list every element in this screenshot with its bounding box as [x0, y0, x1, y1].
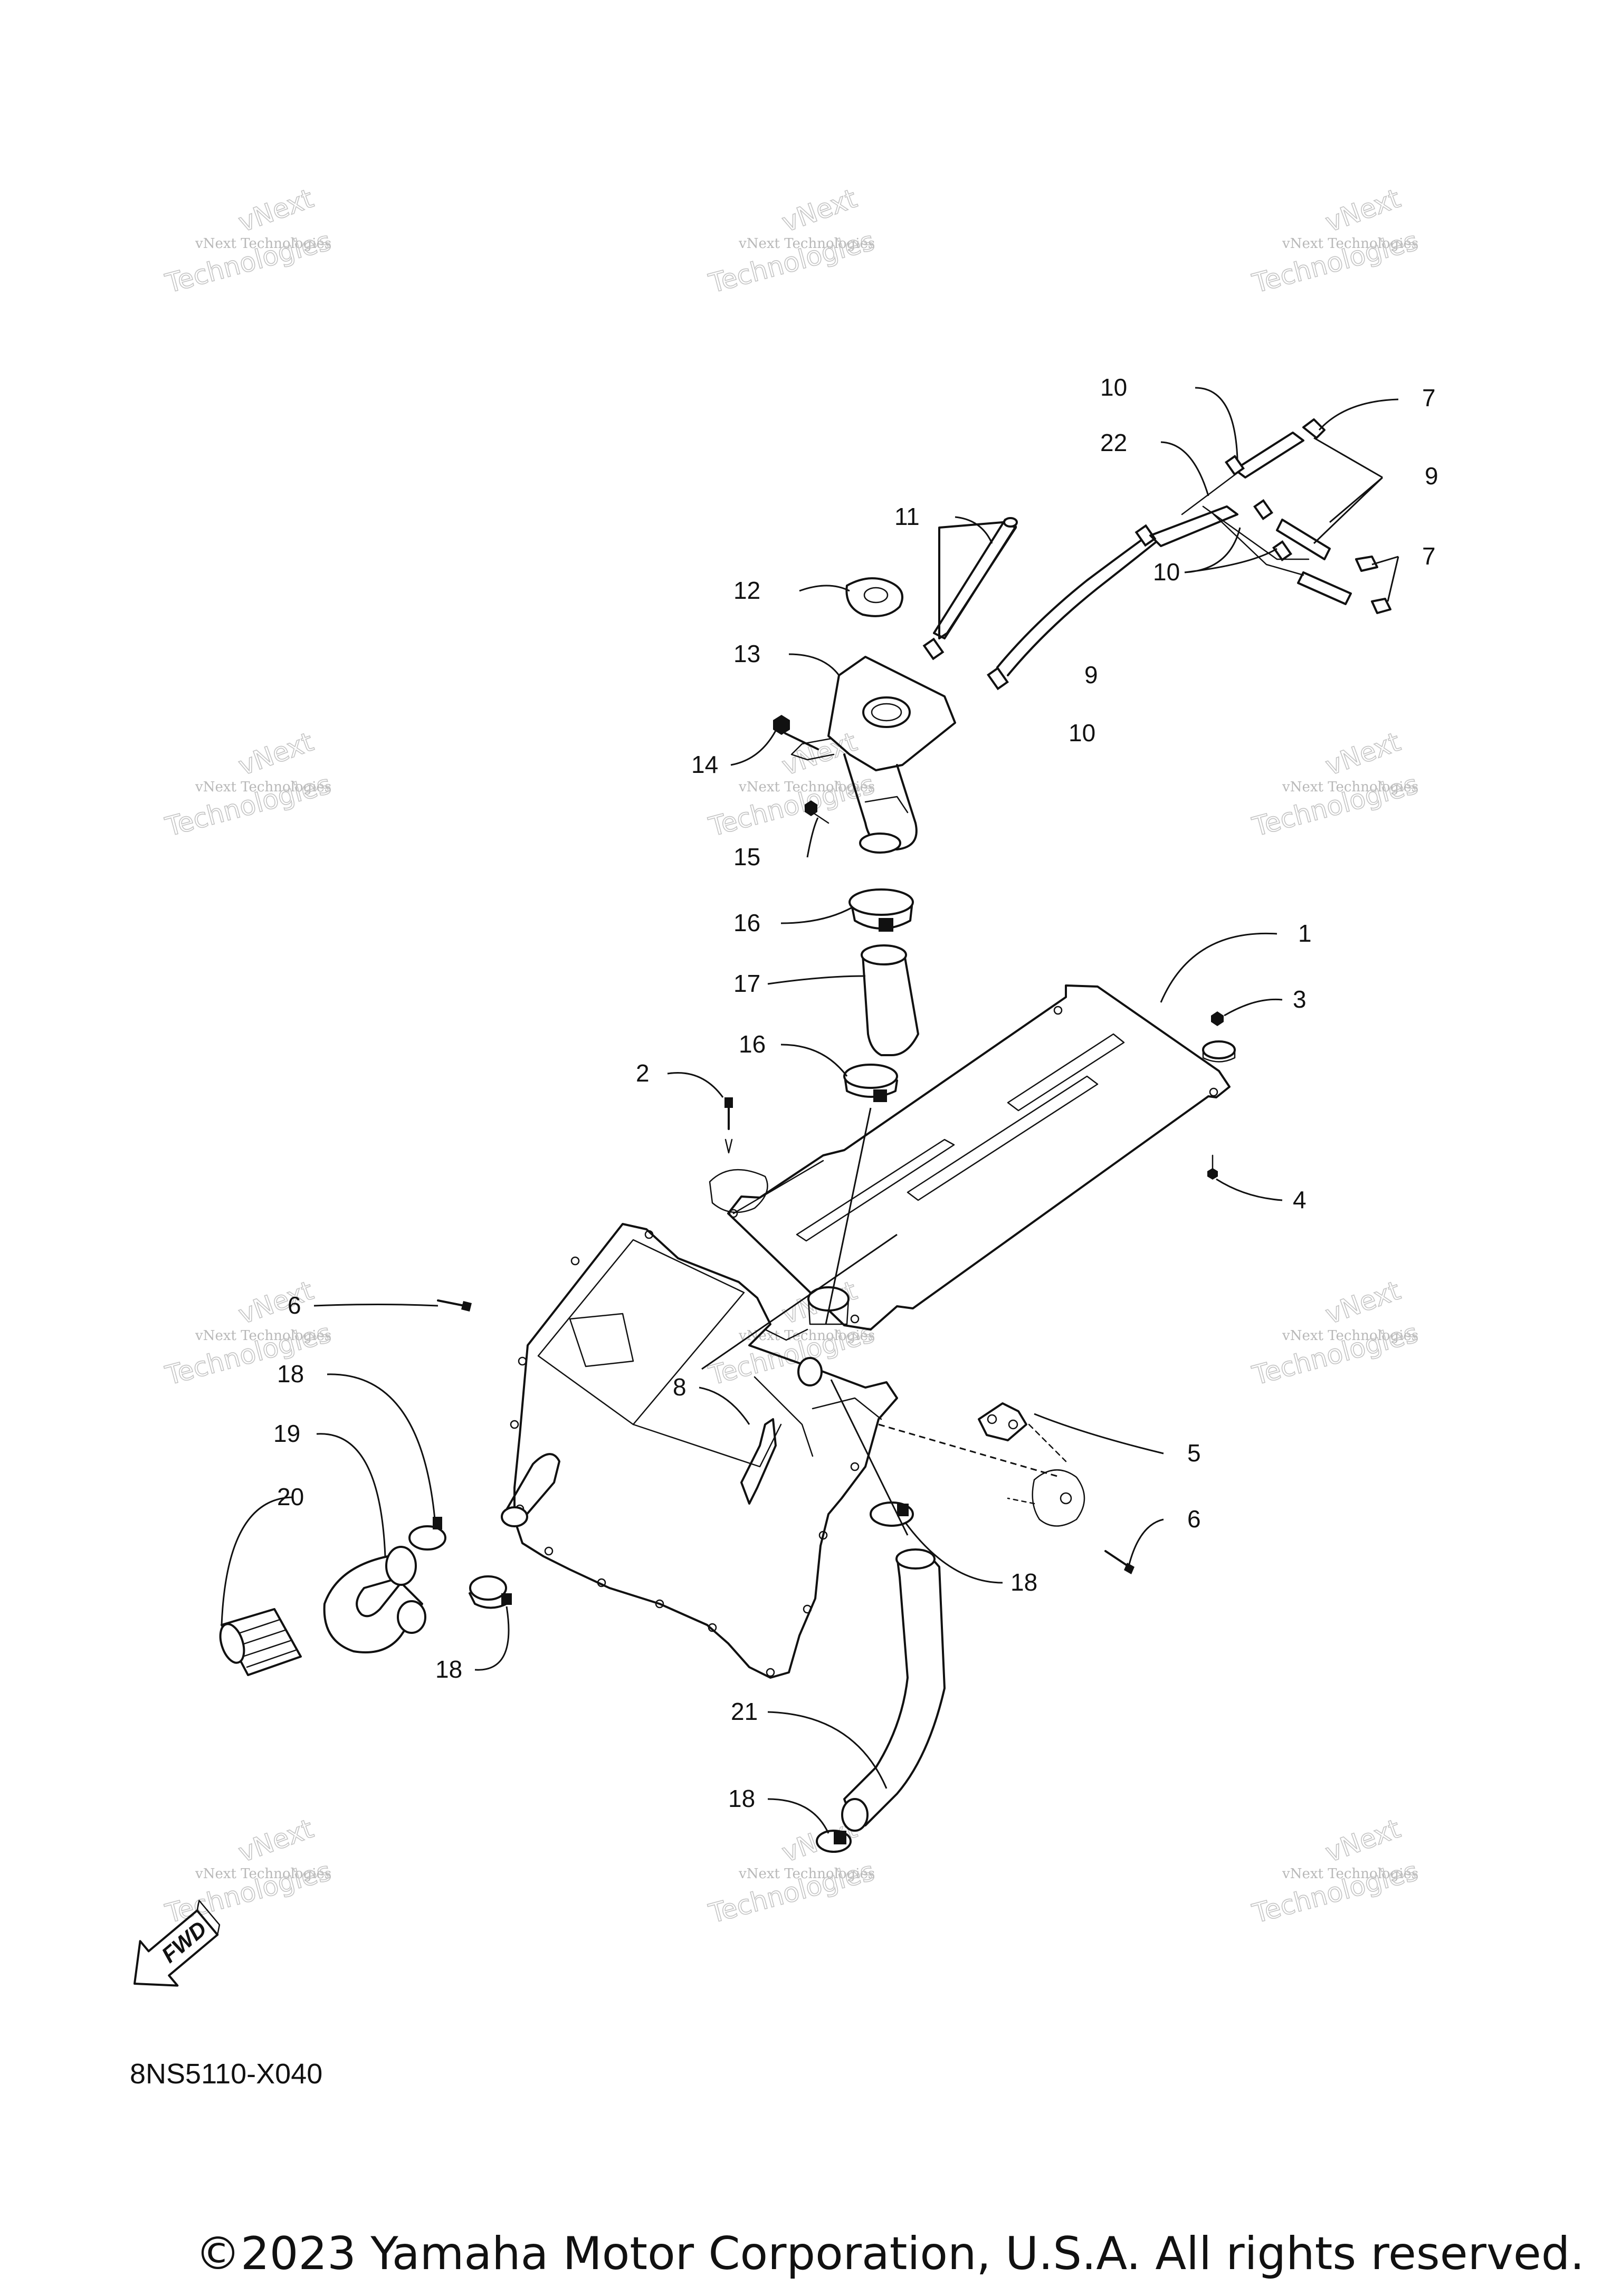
- watermark-outline: vNext: [1321, 1275, 1404, 1330]
- clamp-10: [1253, 499, 1274, 520]
- callouts: 1 2 3 4 5 6 6 7 7 8 9 9 10 10 10 11 12 1…: [273, 374, 1438, 1812]
- part-18-clamp-left-lower: [469, 1575, 512, 1609]
- clip-7: [1355, 556, 1378, 572]
- part-21-hose: [841, 1548, 946, 1832]
- part-20-bellows: [219, 1608, 302, 1676]
- diagram-code: 8NS5110-X040: [130, 2058, 323, 2090]
- watermark-outline: vNext: [234, 183, 317, 238]
- callout-5: 5: [1187, 1439, 1201, 1467]
- part-8-bracket: [740, 1418, 777, 1505]
- callout-9-right: 9: [1425, 462, 1438, 490]
- grommet-2: [709, 1169, 768, 1213]
- breather-hose-assembly: [922, 418, 1391, 691]
- watermark-text: vNext Technologies: [1282, 1866, 1418, 1882]
- callout-19: 19: [273, 1420, 300, 1447]
- watermark-outline: vNext: [1321, 726, 1404, 781]
- part-18-clamp-bottom: [816, 1830, 852, 1853]
- part-2-bolt: [709, 1097, 768, 1213]
- callout-6-right: 6: [1187, 1505, 1201, 1533]
- callout-20: 20: [277, 1483, 304, 1510]
- callout-2: 2: [636, 1059, 650, 1087]
- clamp-10: [1272, 540, 1293, 561]
- fwd-arrow-icon: [134, 1909, 219, 1987]
- callout-9-mid: 9: [1084, 661, 1098, 688]
- part-16-clamp-upper: [848, 888, 914, 932]
- callout-8: 8: [673, 1373, 686, 1401]
- callout-10-mid: 10: [1153, 558, 1180, 586]
- part-3-grommet: [1202, 1011, 1236, 1063]
- part-18-clamp-left-upper: [408, 1517, 446, 1551]
- callout-18-d: 18: [728, 1785, 755, 1812]
- leader-lines: [221, 387, 1399, 1834]
- part-15-bolt: [805, 800, 829, 824]
- part-1-plate: [727, 984, 1231, 1331]
- watermark-outline: vNext: [234, 1275, 317, 1330]
- callout-1: 1: [1298, 920, 1312, 947]
- callout-4: 4: [1293, 1186, 1307, 1213]
- callout-10-top: 10: [1100, 374, 1127, 401]
- callout-10-low: 10: [1069, 719, 1095, 747]
- callout-17: 17: [733, 970, 760, 997]
- callout-12: 12: [733, 577, 760, 604]
- callout-18-b: 18: [435, 1656, 462, 1683]
- callout-14: 14: [691, 751, 718, 778]
- watermark-text: vNext Technologies: [738, 236, 875, 252]
- part-16-clamp-lower: [843, 1064, 898, 1102]
- watermark-outline: vNext: [1321, 183, 1404, 238]
- watermark-text: vNext Technologies: [195, 236, 331, 252]
- air-box-cover: [501, 1223, 898, 1679]
- part-6-clip-left: [437, 1299, 472, 1312]
- clamp-10: [922, 637, 945, 661]
- watermark-outline: vNext: [778, 183, 861, 238]
- callout-21: 21: [731, 1698, 758, 1725]
- watermark-text: vNext Technologies: [1282, 236, 1418, 252]
- part-11-rod: [933, 517, 1018, 639]
- watermark-outline: vNext: [234, 1813, 317, 1868]
- part-14-bolt: [773, 715, 819, 750]
- watermark-outline: vNext: [1321, 1813, 1404, 1868]
- clip-7: [1302, 418, 1326, 439]
- part-17-hose: [861, 944, 919, 1056]
- callout-6-left: 6: [288, 1292, 301, 1319]
- part-13-filler-neck: [790, 656, 956, 854]
- part-4-screw: [1207, 1154, 1218, 1180]
- callout-13: 13: [733, 640, 760, 667]
- part-18-clamp-mid: [870, 1501, 914, 1527]
- watermark-text: vNext Technologies: [195, 1328, 331, 1344]
- callout-15: 15: [733, 843, 760, 870]
- watermark-text: vNext Technologies: [195, 1866, 331, 1882]
- callout-7-bottom: 7: [1422, 542, 1436, 570]
- watermark-text: vNext Technologies: [195, 779, 331, 795]
- part-12-cap: [845, 577, 903, 617]
- part-6-clip-right: [1104, 1550, 1134, 1574]
- outlet-lower: [797, 1357, 823, 1386]
- watermark-text: vNext Technologies: [1282, 1328, 1418, 1344]
- watermark-text: vNext Technologies: [738, 1866, 875, 1882]
- callout-3: 3: [1293, 986, 1307, 1013]
- clamp-10: [1134, 524, 1157, 547]
- watermark-outline: vNext: [234, 726, 317, 781]
- copyright-notice: ©2023 Yamaha Motor Corporation, U.S.A. A…: [195, 2227, 1585, 2280]
- clamp-10: [987, 666, 1009, 691]
- callout-22: 22: [1100, 429, 1127, 456]
- part-19-elbow-hose: [323, 1546, 426, 1653]
- callout-11: 11: [894, 503, 920, 530]
- callout-18-c: 18: [1010, 1568, 1037, 1596]
- watermark-text: vNext Technologies: [1282, 779, 1418, 795]
- part-5-bracket: [978, 1402, 1085, 1527]
- callout-18-a: 18: [277, 1360, 304, 1388]
- clamp-10: [1224, 455, 1245, 476]
- callout-16-upper: 16: [733, 909, 760, 936]
- callout-16-lower: 16: [739, 1030, 766, 1058]
- clip-7: [1371, 598, 1391, 614]
- watermark-group: vNext Technologies vNext Technologies vN…: [161, 183, 1422, 1930]
- callout-7-top: 7: [1422, 384, 1436, 412]
